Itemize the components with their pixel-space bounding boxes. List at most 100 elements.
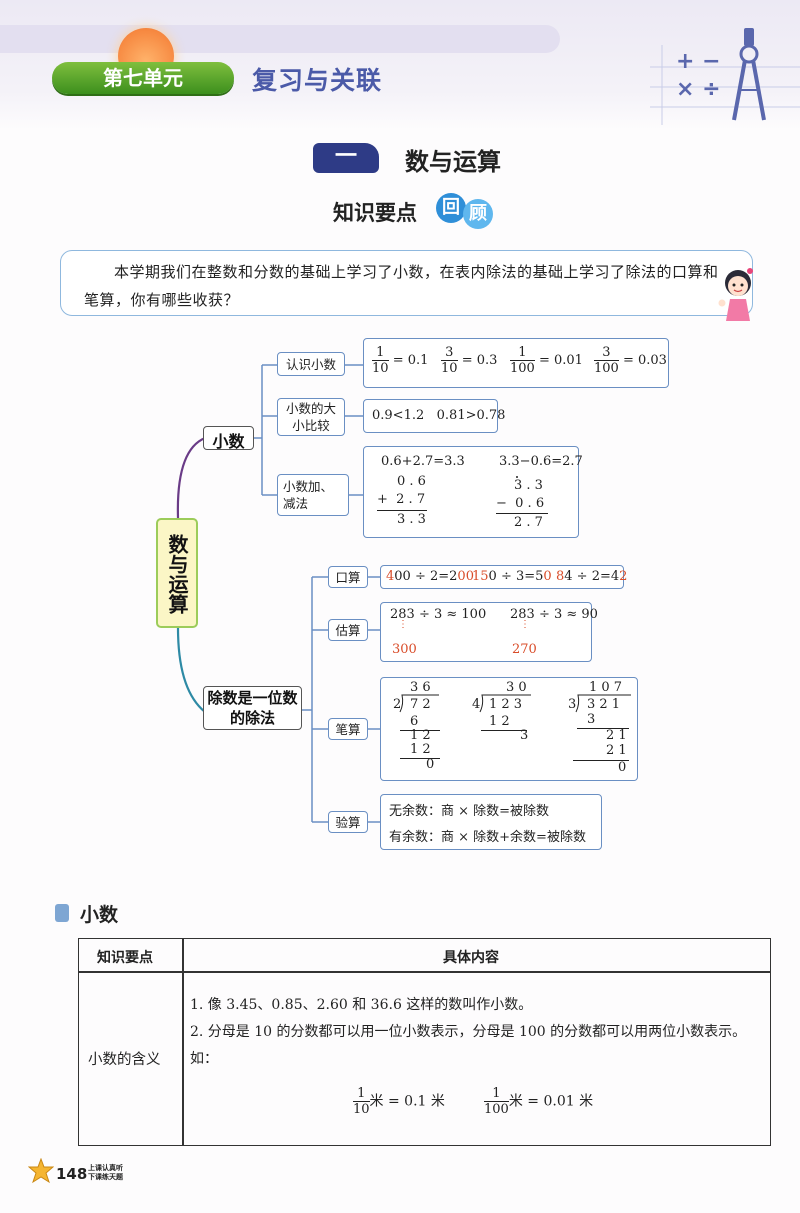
ld3-dividend: 3 2 1 <box>587 697 621 712</box>
ld3-quotient: 1 0 7 <box>589 680 623 695</box>
header-stripe <box>0 25 560 53</box>
girl-illustration <box>718 268 753 321</box>
mindmap-root-label: 数与运算 <box>165 534 189 614</box>
footer-slogan: 上课认真听 下课练天题 <box>88 1164 123 1181</box>
estimate-base-2: 270 <box>512 642 537 657</box>
ld3-row-3: 2 1 <box>606 743 627 758</box>
ld3-row-2: 2 1 <box>606 728 627 743</box>
ld3-divisor: 3 <box>568 697 577 712</box>
notebook-lines-decoration <box>650 45 800 125</box>
section-title: 数与运算 <box>405 148 501 176</box>
vertical-sub-mid: − 0 . 6 <box>496 496 545 511</box>
oral-eq-2: 150 ÷ 3=50 <box>472 569 552 584</box>
table-row-content: 1. 像 3.45、0.85、2.60 和 36.6 这样的数叫作小数。 2. … <box>190 992 765 1073</box>
ld3-bracket <box>575 694 631 713</box>
long-division-box <box>380 677 638 781</box>
estimate-box <box>380 602 592 662</box>
page-number: 148 <box>56 1165 88 1183</box>
item-check <box>328 811 368 833</box>
branch-decimals-label: 小数 <box>212 432 245 451</box>
check-line-1: 无余数：商 × 除数=被除数 <box>389 804 550 819</box>
ld2-row-2: 3 <box>520 728 529 743</box>
estimate-dots-1: ⋮ <box>398 619 408 630</box>
ld1-row-2: 1 2 <box>410 728 431 743</box>
ld3-row-4: 0 <box>618 760 627 775</box>
fractions-box <box>363 338 669 388</box>
compass-icon <box>732 28 766 121</box>
content-line-1: 1. 像 3.45、0.85、2.60 和 36.6 这样的数叫作小数。 <box>190 997 533 1013</box>
oral-eq-1: 400 ÷ 2=200 <box>386 569 474 584</box>
oral-box <box>380 565 624 589</box>
ld3-rule-1 <box>577 728 629 729</box>
mindmap-connectors <box>176 364 380 823</box>
knowledge-table <box>78 938 771 1146</box>
review-badge-2: 顾 <box>463 199 493 229</box>
vertical-add-rule <box>377 510 427 511</box>
vertical-sub-result: 2 . 7 <box>514 515 543 530</box>
compare-box <box>363 399 498 433</box>
intro-text: 本学期我们在整数和分数的基础上学习了小数，在表内除法的基础上学习了除法的口算和笔… <box>84 263 719 309</box>
estimate-dots-2: ⋮ <box>520 619 530 630</box>
borrow-dot <box>516 476 518 478</box>
vertical-add-result: 3 . 3 <box>397 512 426 527</box>
book-icon <box>55 904 69 922</box>
estimate-eq-2: 283 ÷ 3 ≈ 90 <box>510 607 598 622</box>
unit-label: 第七单元 <box>52 62 234 94</box>
item-know-decimals-label: 认识小数 <box>285 357 336 372</box>
ld1-row-4: 0 <box>426 757 435 772</box>
ld2-bracket <box>479 694 531 713</box>
item-estimate-label: 估算 <box>335 623 361 638</box>
knowledge-points-title: 知识要点 <box>333 201 417 225</box>
oral-eq-3: 84 ÷ 2=42 <box>556 569 628 584</box>
section-number-badge: 一 <box>313 143 379 173</box>
ld1-rule-2 <box>400 758 440 759</box>
estimate-base-1: 300 <box>392 642 417 657</box>
review-badge-1: 回 <box>436 193 466 223</box>
item-compare-decimals <box>277 398 345 436</box>
item-check-label: 验算 <box>335 815 361 830</box>
unit-title: 复习与关联 <box>252 66 383 95</box>
table-column-divider <box>182 938 184 1146</box>
check-box <box>380 794 602 850</box>
table-header-knowledge-point: 知识要点 <box>97 950 153 966</box>
table-row-label: 小数的含义 <box>88 1052 161 1068</box>
vertical-add-mid: + 2 . 7 <box>377 492 426 507</box>
estimate-eq-1: 283 ÷ 3 ≈ 100 <box>390 607 487 622</box>
add-equation: 0.6+2.7=3.3 <box>381 454 465 469</box>
intro-box <box>60 250 753 316</box>
item-add-sub-decimals-label: 小数加、减法 <box>283 479 334 511</box>
ld3-row-1: 3 <box>587 712 596 727</box>
item-oral-label: 口算 <box>335 570 361 585</box>
ld1-quotient: 3 6 <box>410 680 431 695</box>
item-add-sub-decimals <box>277 474 349 516</box>
subsection-title: 小数 <box>80 904 119 926</box>
ld1-row-3: 1 2 <box>410 742 431 757</box>
item-oral <box>328 566 368 588</box>
ld3-rule-2 <box>573 760 629 761</box>
compare-content: 0.9<1.2 0.81>0.78 <box>372 408 506 423</box>
table-header-content: 具体内容 <box>443 950 499 966</box>
ld2-quotient: 3 0 <box>506 680 527 695</box>
ld2-row-1: 1 2 <box>489 714 510 729</box>
branch-decimals <box>203 426 254 450</box>
ld1-bracket <box>399 694 439 713</box>
vertical-sub-rule <box>496 513 548 514</box>
item-written <box>328 718 368 740</box>
math-operators-icon: + − × ÷ <box>676 49 721 102</box>
add-sub-box <box>363 446 579 538</box>
ld1-divisor: 2 <box>393 697 402 712</box>
star-mascot-icon <box>28 1158 54 1184</box>
ld1-dividend: 7 2 <box>410 697 431 712</box>
ld1-rule-1 <box>400 730 440 731</box>
branch-division <box>203 686 302 730</box>
vertical-sub-top: 3 . 3 <box>514 478 543 493</box>
branch-division-label: 除数是一位数的除法 <box>207 689 298 727</box>
item-know-decimals <box>277 352 345 376</box>
item-estimate <box>328 619 368 641</box>
table-header-divider <box>78 971 771 973</box>
